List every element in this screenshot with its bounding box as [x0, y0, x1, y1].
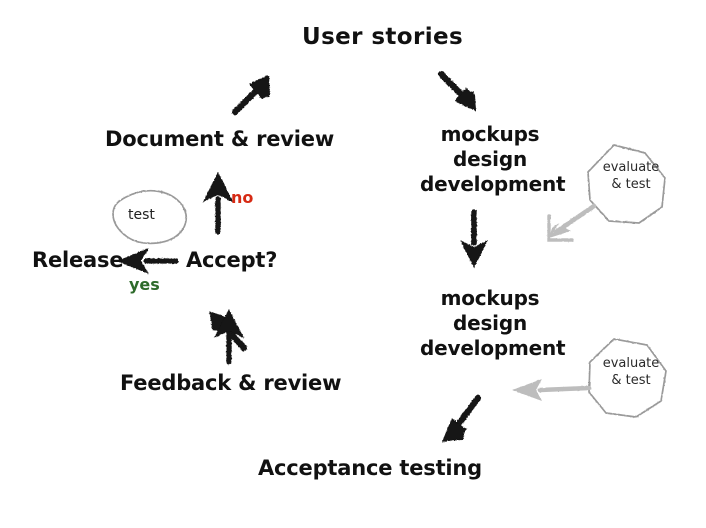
branch-label-yes: yes	[129, 275, 160, 294]
step-document-review: Document & review	[105, 127, 335, 151]
arrow-userstories-to-mockups1	[437, 70, 476, 111]
mockups-2-line-2: design	[453, 311, 527, 336]
step-release: Release	[32, 248, 124, 272]
step-acceptance-testing: Acceptance testing	[258, 456, 482, 480]
mockups-1-line-2: design	[453, 147, 527, 172]
evaluate-1-line-2: & test	[611, 176, 651, 192]
evaluate-test-callout-1-outline	[547, 144, 666, 242]
evaluate-2-line-1: evaluate	[602, 356, 660, 371]
branch-label-no: no	[231, 188, 254, 207]
step-mockups-design-development-2: mockups design development	[420, 286, 566, 362]
step-accept: Accept?	[186, 248, 278, 272]
evaluate-test-callout-2-outline	[512, 338, 667, 418]
evaluate-2-line-2: & test	[611, 372, 651, 388]
arrow-accept-to-document	[203, 172, 233, 235]
arrow-document-to-userstories	[231, 75, 270, 116]
arrow-mockups1-to-mockups2	[460, 209, 488, 268]
mockups-1-line-3: development	[420, 172, 566, 197]
step-mockups-design-development-1: mockups design development	[420, 122, 566, 198]
arrow-feedback-to-accept	[214, 309, 244, 365]
test-bubble-outline	[112, 189, 188, 245]
arrow-accept-to-release	[117, 248, 179, 274]
page-title: User stories	[302, 24, 464, 50]
mockups-1-line-1: mockups	[440, 122, 540, 146]
evaluate-1-line-1: evaluate	[602, 160, 660, 175]
evaluate-test-callout-2-label: evaluate & test	[597, 356, 665, 390]
evaluate-test-callout-1-label: evaluate & test	[597, 160, 665, 194]
mockups-2-line-3: development	[420, 336, 566, 361]
test-bubble-label: test	[128, 207, 155, 223]
arrow-mockups2-to-acceptance	[442, 394, 482, 442]
mockups-2-line-1: mockups	[440, 286, 540, 310]
step-feedback-review: Feedback & review	[120, 371, 342, 395]
